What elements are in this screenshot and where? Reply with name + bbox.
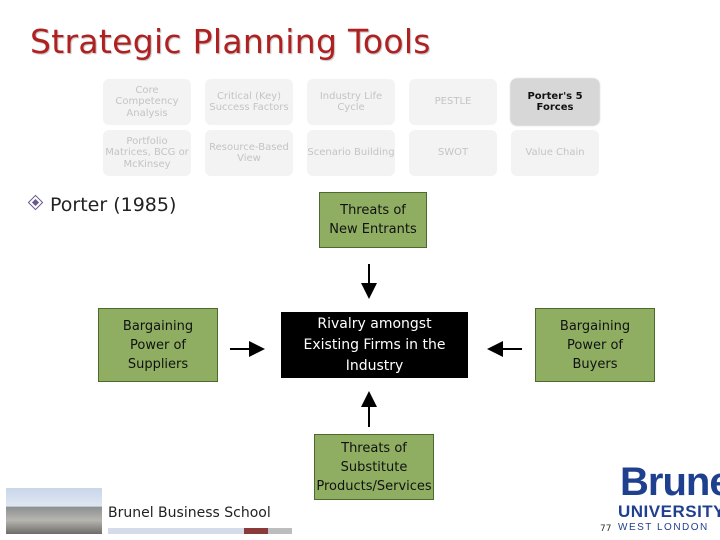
logo-university: UNIVERSITY xyxy=(618,502,720,522)
tool-porters-5-forces[interactable]: Porter's 5 Forces xyxy=(511,79,599,125)
buyer-power-box: Bargaining Power of Buyers xyxy=(535,308,655,382)
tool-critical-success-factors[interactable]: Critical (Key) Success Factors xyxy=(205,79,293,125)
logo-location: WEST LONDON xyxy=(618,522,709,533)
school-name: Brunel Business School xyxy=(108,505,271,521)
footer-bar-grey xyxy=(268,528,292,534)
footer-bar-blue xyxy=(108,528,244,534)
bullet-text: Porter (1985) xyxy=(50,194,176,216)
tool-swot[interactable]: SWOT xyxy=(409,130,497,176)
tool-core-competency[interactable]: Core Competency Analysis xyxy=(103,79,191,125)
supplier-power-box: Bargaining Power of Suppliers xyxy=(98,308,218,382)
bullet-icon xyxy=(28,195,44,211)
page-number: 77 xyxy=(600,524,611,534)
footer-bar-red xyxy=(244,528,268,534)
rivalry-box: Rivalry amongst Existing Firms in the In… xyxy=(281,312,468,378)
tool-industry-life-cycle[interactable]: Industry Life Cycle xyxy=(307,79,395,125)
tool-scenario-building[interactable]: Scenario Building xyxy=(307,130,395,176)
tool-value-chain[interactable]: Value Chain xyxy=(511,130,599,176)
threat-new-entrants-box: Threats of New Entrants xyxy=(319,192,427,248)
tool-pestle[interactable]: PESTLE xyxy=(409,79,497,125)
threat-substitutes-box: Threats of Substitute Products/Services xyxy=(314,434,434,500)
slide-title: Strategic Planning Tools xyxy=(30,22,431,61)
brunel-logo: Brunel xyxy=(620,460,720,505)
tool-portfolio-matrices[interactable]: Portfolio Matrices, BCG or McKinsey xyxy=(103,130,191,176)
tool-resource-based-view[interactable]: Resource-Based View xyxy=(205,130,293,176)
campus-photo xyxy=(6,488,102,534)
